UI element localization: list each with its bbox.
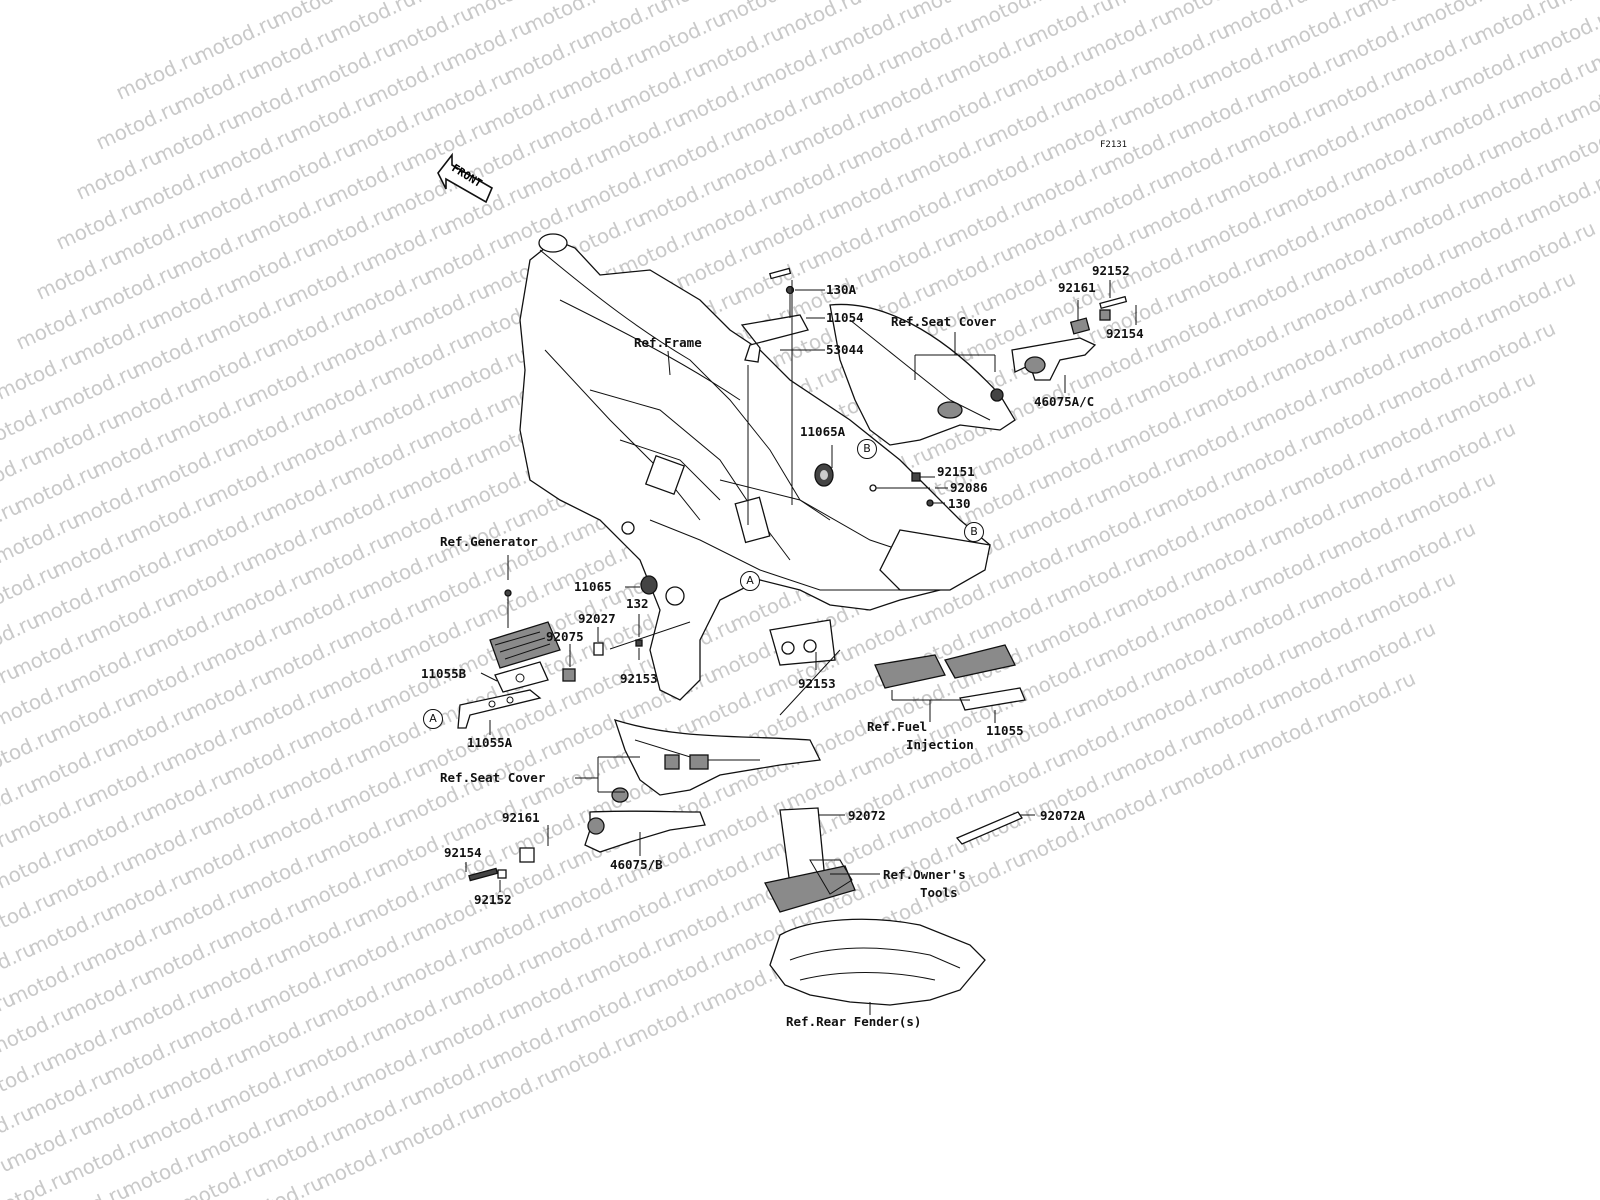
label-92161-bottom: 92161: [502, 810, 540, 825]
label-92161-top: 92161: [1058, 280, 1096, 295]
label-130A: 130A: [826, 282, 857, 297]
bolts-92151-92086-130: [869, 472, 934, 507]
regulator-rectifier: [489, 589, 691, 682]
leader-lines: [465, 280, 1137, 1015]
label-92027: 92027: [578, 611, 616, 626]
rear-fender: [769, 918, 986, 1006]
label-92086: 92086: [950, 480, 988, 495]
label-92072: 92072: [848, 808, 886, 823]
label-46075AC: 46075A/C: [1034, 394, 1095, 409]
label-ref-seat-cover-bottom: Ref.Seat Cover: [440, 770, 546, 785]
label-92075: 92075: [546, 629, 584, 644]
label-ref-fuel-injection-2: Injection: [906, 737, 974, 752]
label-ref-fuel-injection-1: Ref.Fuel: [867, 719, 928, 734]
fuel-injection-covers: [874, 644, 1026, 711]
label-11055A: 11055A: [467, 735, 513, 750]
label-132: 132: [626, 596, 649, 611]
label-92153-left: 92153: [620, 671, 658, 686]
label-11065A: 11065A: [800, 424, 846, 439]
motorcycle-frame: [519, 233, 991, 701]
label-ref-owners-tools-2: Tools: [920, 885, 958, 900]
strap-92072: [764, 807, 856, 913]
grommet-11065A: [814, 445, 834, 487]
label-11065: 11065: [574, 579, 612, 594]
seat-cover-bottom: [611, 719, 821, 803]
label-46075B: 46075/B: [610, 857, 663, 872]
seat-cover-top: [829, 303, 1016, 446]
bracket-11054: [740, 267, 809, 525]
label-92154-top: 92154: [1106, 326, 1144, 341]
callout-a-bracket: A: [423, 709, 443, 729]
callout-b-frame: B: [964, 522, 984, 542]
label-ref-seat-cover-top: Ref.Seat Cover: [891, 314, 997, 329]
callout-a-frame: A: [740, 571, 760, 591]
label-92152-top: 92152: [1092, 263, 1130, 278]
grab-handle-46075AC: [1011, 295, 1128, 381]
label-53044: 53044: [826, 342, 864, 357]
front-arrow-icon: FRONT: [437, 152, 494, 204]
bracket-11055B: [494, 661, 549, 693]
label-ref-rear-fender: Ref.Rear Fender(s): [786, 1014, 922, 1029]
grommet-11065: [640, 575, 658, 595]
bracket-11055A: [457, 689, 542, 729]
label-92152-bottom: 92152: [474, 892, 512, 907]
label-ref-frame: Ref.Frame: [634, 335, 702, 350]
figure-code: F2131: [1100, 140, 1128, 150]
label-11055: 11055: [986, 723, 1024, 738]
label-11055B: 11055B: [421, 666, 467, 681]
label-130: 130: [948, 496, 971, 511]
grab-handle-46075B: [468, 810, 706, 882]
label-ref-generator: Ref.Generator: [440, 534, 538, 549]
label-92154-bottom: 92154: [444, 845, 482, 860]
label-92153-right: 92153: [798, 676, 836, 691]
strap-92072A: [955, 811, 1023, 845]
label-92151: 92151: [937, 464, 975, 479]
label-11054: 11054: [826, 310, 864, 325]
callout-b-seat: B: [857, 439, 877, 459]
label-ref-owners-tools-1: Ref.Owner's: [883, 867, 966, 882]
label-92072A: 92072A: [1040, 808, 1086, 823]
